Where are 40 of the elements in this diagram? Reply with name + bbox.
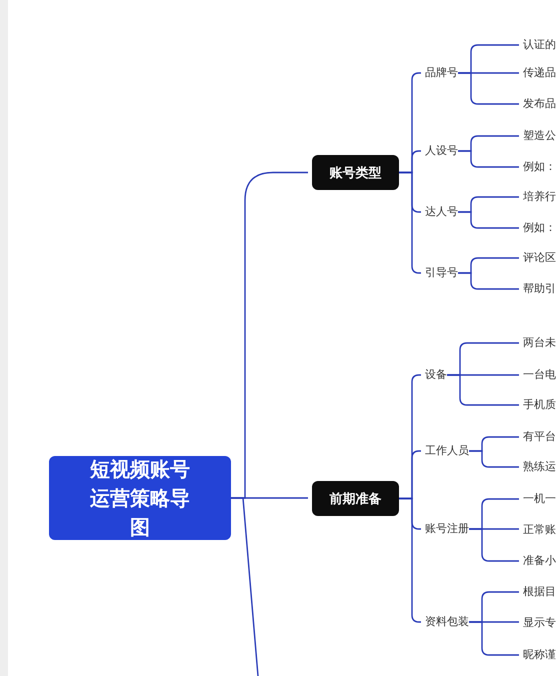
leaf-label: 例如：: [523, 220, 556, 236]
connector-line: [458, 150, 519, 168]
leaf-label: 显示专: [523, 615, 556, 631]
connector-line: [458, 272, 519, 290]
leaf-label: 根据目: [523, 584, 556, 600]
branch-label: 达人号: [425, 204, 458, 220]
branch-label: 工作人员: [425, 443, 469, 459]
leaf-label: 传递品: [523, 65, 556, 81]
branch-label: 资料包装: [425, 614, 469, 630]
leaf-label: 塑造公: [523, 128, 556, 144]
branch-box: 前期准备: [312, 481, 399, 516]
branch-label: 品牌号: [425, 65, 458, 81]
leaf-label: 手机质: [523, 397, 556, 413]
branch-label: 设备: [425, 367, 447, 383]
leaf-label: 一台电: [523, 367, 556, 383]
leaf-label: 昵称谨: [523, 647, 556, 663]
branch-label: 引导号: [425, 265, 458, 281]
connector-line: [231, 497, 259, 676]
leaf-label: 一机一: [523, 491, 556, 507]
connector-line: [469, 450, 519, 468]
leaf-label: 准备小: [523, 553, 556, 569]
leaf-label: 正常账: [523, 522, 556, 538]
leaf-label: 例如：: [523, 159, 556, 175]
leaf-label: 培养行: [523, 189, 556, 205]
leaf-label: 发布品: [523, 96, 556, 112]
leaf-label: 熟练运: [523, 459, 556, 475]
connector-line: [458, 211, 519, 229]
leaf-label: 有平台: [523, 429, 556, 445]
branch-label: 账号注册: [425, 521, 469, 537]
leaf-label: 认证的: [523, 37, 556, 53]
connector-line: [469, 621, 519, 656]
connector-line: [458, 72, 519, 105]
leaf-label: 评论区: [523, 250, 556, 266]
branch-label: 人设号: [425, 143, 458, 159]
connector-line: [469, 528, 519, 562]
leaf-label: 帮助引: [523, 281, 556, 297]
branch-box: 账号类型: [312, 155, 399, 190]
leaf-label: 两台未: [523, 335, 556, 351]
title-box: 短视频账号运营策略导图: [49, 456, 231, 540]
connector-line: [447, 374, 519, 406]
